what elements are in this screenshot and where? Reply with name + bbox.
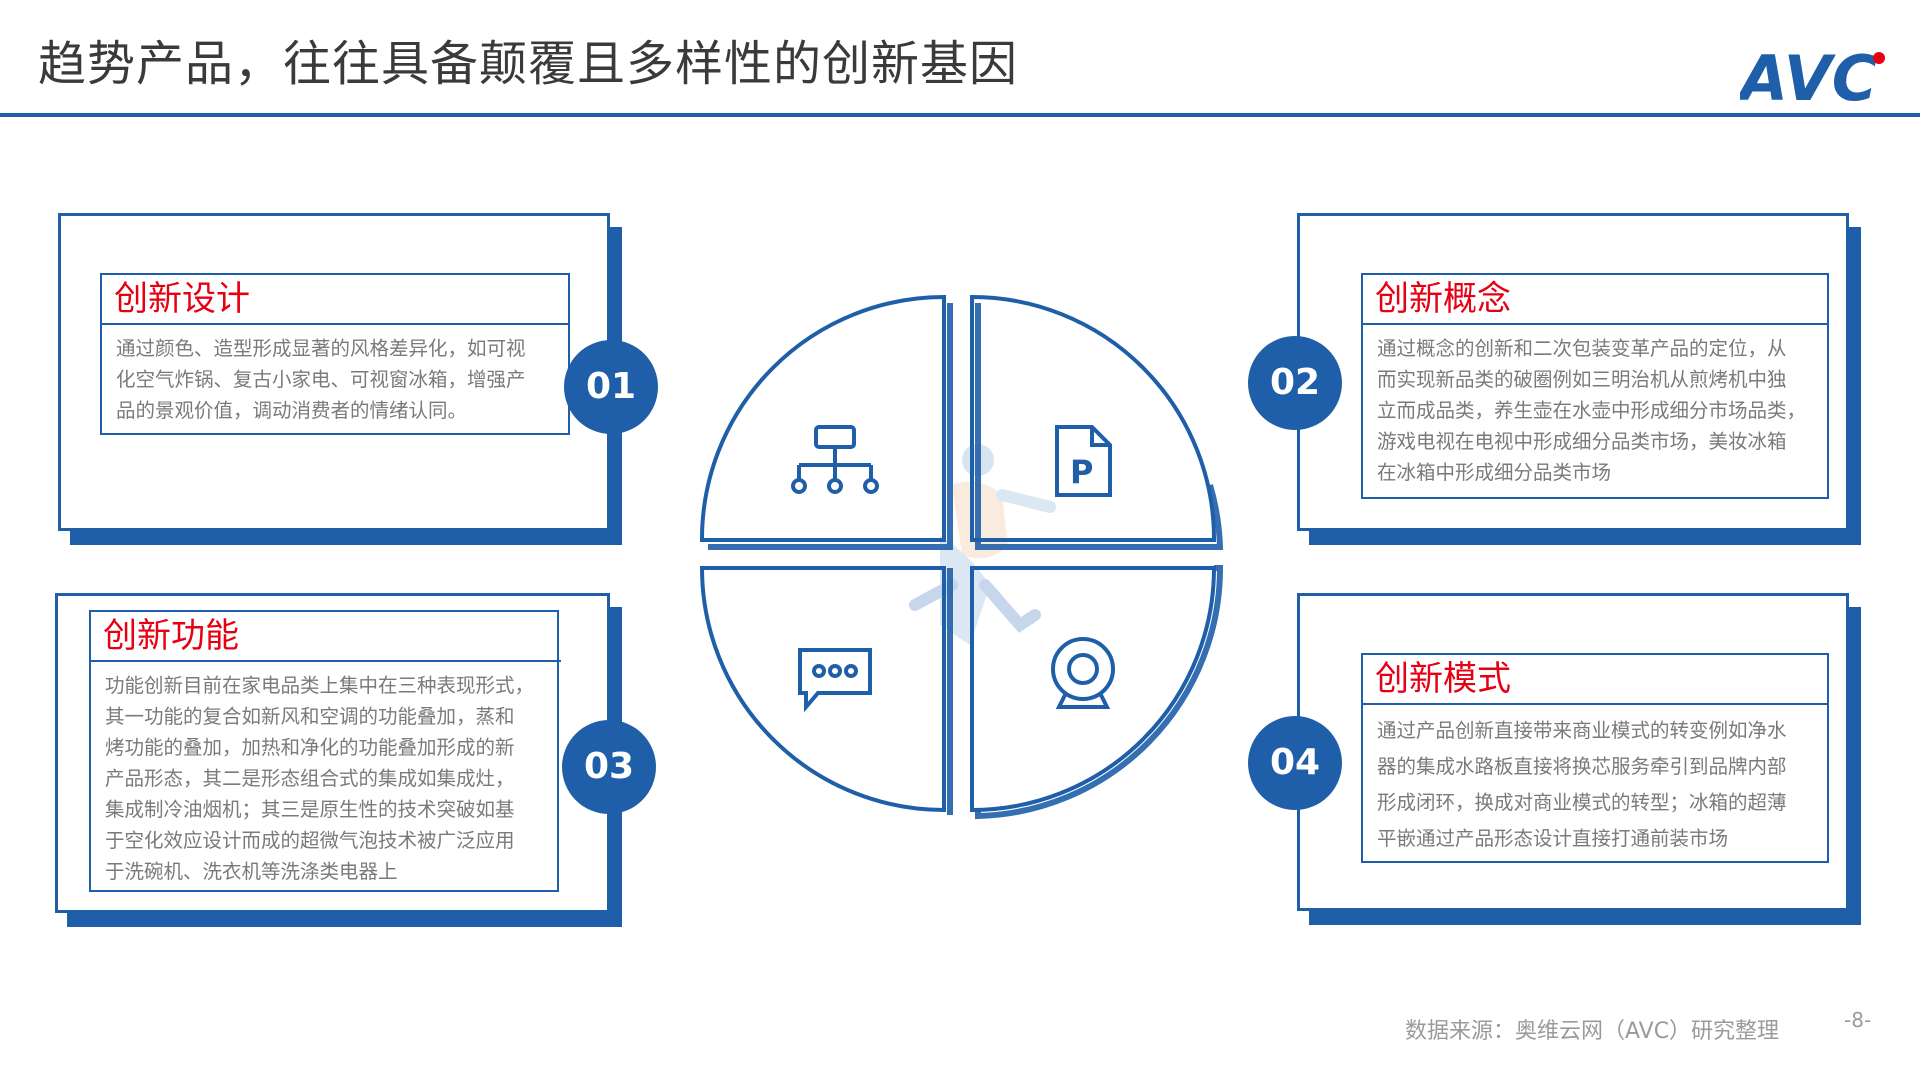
quadrant-top-right [970, 294, 1217, 542]
card-body: 功能创新目前在家电品类上集中在三种表现形式， 其一功能的复合如新风和空调的功能叠… [91, 662, 557, 887]
card-title: 创新功能 [91, 612, 561, 662]
card-innovation-design: 创新设计 通过颜色、造型形成显著的风格差异化，如可视 化空气炸锅、复古小家电、可… [58, 213, 622, 545]
card-line: 平嵌通过产品形态设计直接打通前装市场 [1377, 827, 1729, 850]
chat-bubble-icon [798, 648, 872, 713]
card-line: 其一功能的复合如新风和空调的功能叠加，蒸和 [105, 705, 515, 728]
badge-02: 02 [1248, 336, 1342, 430]
card-line: 而实现新品类的破圈例如三明治机从煎烤机中独 [1377, 368, 1787, 391]
card-innovation-model: 创新模式 通过产品创新直接带来商业模式的转变例如净水 器的集成水路板直接将换芯服… [1297, 593, 1861, 925]
card-text-box: 创新模式 通过产品创新直接带来商业模式的转变例如净水 器的集成水路板直接将换芯服… [1361, 653, 1829, 863]
quadrant-bottom-right [970, 566, 1217, 813]
card-line: 通过概念的创新和二次包装变革产品的定位，从 [1377, 337, 1787, 360]
card-line: 立而成品类，养生壶在水壶中形成细分市场品类， [1377, 399, 1807, 422]
card-line: 烤功能的叠加，加热和净化的功能叠加形成的新 [105, 736, 515, 759]
page-number: -8- [1844, 1008, 1872, 1032]
card-line: 在冰箱中形成细分品类市场 [1377, 461, 1612, 484]
card-innovation-concept: 创新概念 通过概念的创新和二次包装变革产品的定位，从 而实现新品类的破圈例如三明… [1297, 213, 1861, 545]
data-source-note: 数据来源：奥维云网（AVC）研究整理 [1405, 1019, 1780, 1044]
card-line: 集成制冷油烟机；其三是原生性的技术突破如基 [105, 798, 515, 821]
card-line: 器的集成水路板直接将换芯服务牵引到品牌内部 [1377, 755, 1787, 778]
card-title: 创新设计 [102, 275, 568, 325]
card-line: 游戏电视在电视中形成细分品类市场，美妆冰箱 [1377, 430, 1787, 453]
ppt-file-icon [1055, 425, 1112, 497]
hierarchy-icon [791, 425, 879, 494]
logo-red-dot [1873, 52, 1885, 64]
header-divider [0, 113, 1920, 117]
card-body: 通过产品创新直接带来商业模式的转变例如净水 器的集成水路板直接将换芯服务牵引到品… [1363, 705, 1827, 857]
card-line: 于空化效应设计而成的超微气泡技术被广泛应用 [105, 829, 515, 852]
quadrant-bottom-left [699, 566, 946, 813]
badge-01: 01 [564, 340, 658, 434]
card-line: 通过颜色、造型形成显著的风格差异化，如可视 [116, 337, 526, 360]
card-line: 品的景观价值，调动消费者的情绪认同。 [116, 399, 468, 422]
card-line: 功能创新目前在家电品类上集中在三种表现形式， [105, 674, 535, 697]
badge-03: 03 [562, 720, 656, 814]
card-text-box: 创新概念 通过概念的创新和二次包装变革产品的定位，从 而实现新品类的破圈例如三明… [1361, 273, 1829, 499]
card-body: 通过概念的创新和二次包装变革产品的定位，从 而实现新品类的破圈例如三明治机从煎烤… [1363, 325, 1827, 488]
card-line: 形成闭环，换成对商业模式的转型；冰箱的超薄 [1377, 791, 1787, 814]
card-line: 产品形态，其二是形态组合式的集成如集成灶， [105, 767, 515, 790]
card-text-box: 创新功能 功能创新目前在家电品类上集中在三种表现形式， 其一功能的复合如新风和空… [89, 610, 561, 892]
card-title: 创新概念 [1363, 275, 1827, 325]
badge-04: 04 [1248, 716, 1342, 810]
card-body: 通过颜色、造型形成显著的风格差异化，如可视 化空气炸锅、复古小家电、可视窗冰箱，… [102, 325, 568, 426]
card-innovation-function: 创新功能 功能创新目前在家电品类上集中在三种表现形式， 其一功能的复合如新风和空… [55, 593, 622, 927]
page-title: 趋势产品，往往具备颠覆且多样性的创新基因 [38, 36, 1019, 92]
card-line: 于洗碗机、洗衣机等洗涤类电器上 [105, 860, 398, 883]
ppt-letter: P [1070, 453, 1093, 491]
card-text-box: 创新设计 通过颜色、造型形成显著的风格差异化，如可视 化空气炸锅、复古小家电、可… [100, 273, 570, 435]
card-line: 通过产品创新直接带来商业模式的转变例如净水 [1377, 719, 1787, 742]
svg-text:AVC: AVC [1740, 44, 1877, 106]
card-title: 创新模式 [1363, 655, 1827, 705]
quadrant-top-left [699, 294, 946, 542]
quadrant-diagram: P [699, 294, 1224, 820]
card-line: 化空气炸锅、复古小家电、可视窗冰箱，增强产 [116, 368, 526, 391]
webcam-icon [1051, 637, 1115, 709]
avc-logo: AVC [1740, 44, 1885, 106]
